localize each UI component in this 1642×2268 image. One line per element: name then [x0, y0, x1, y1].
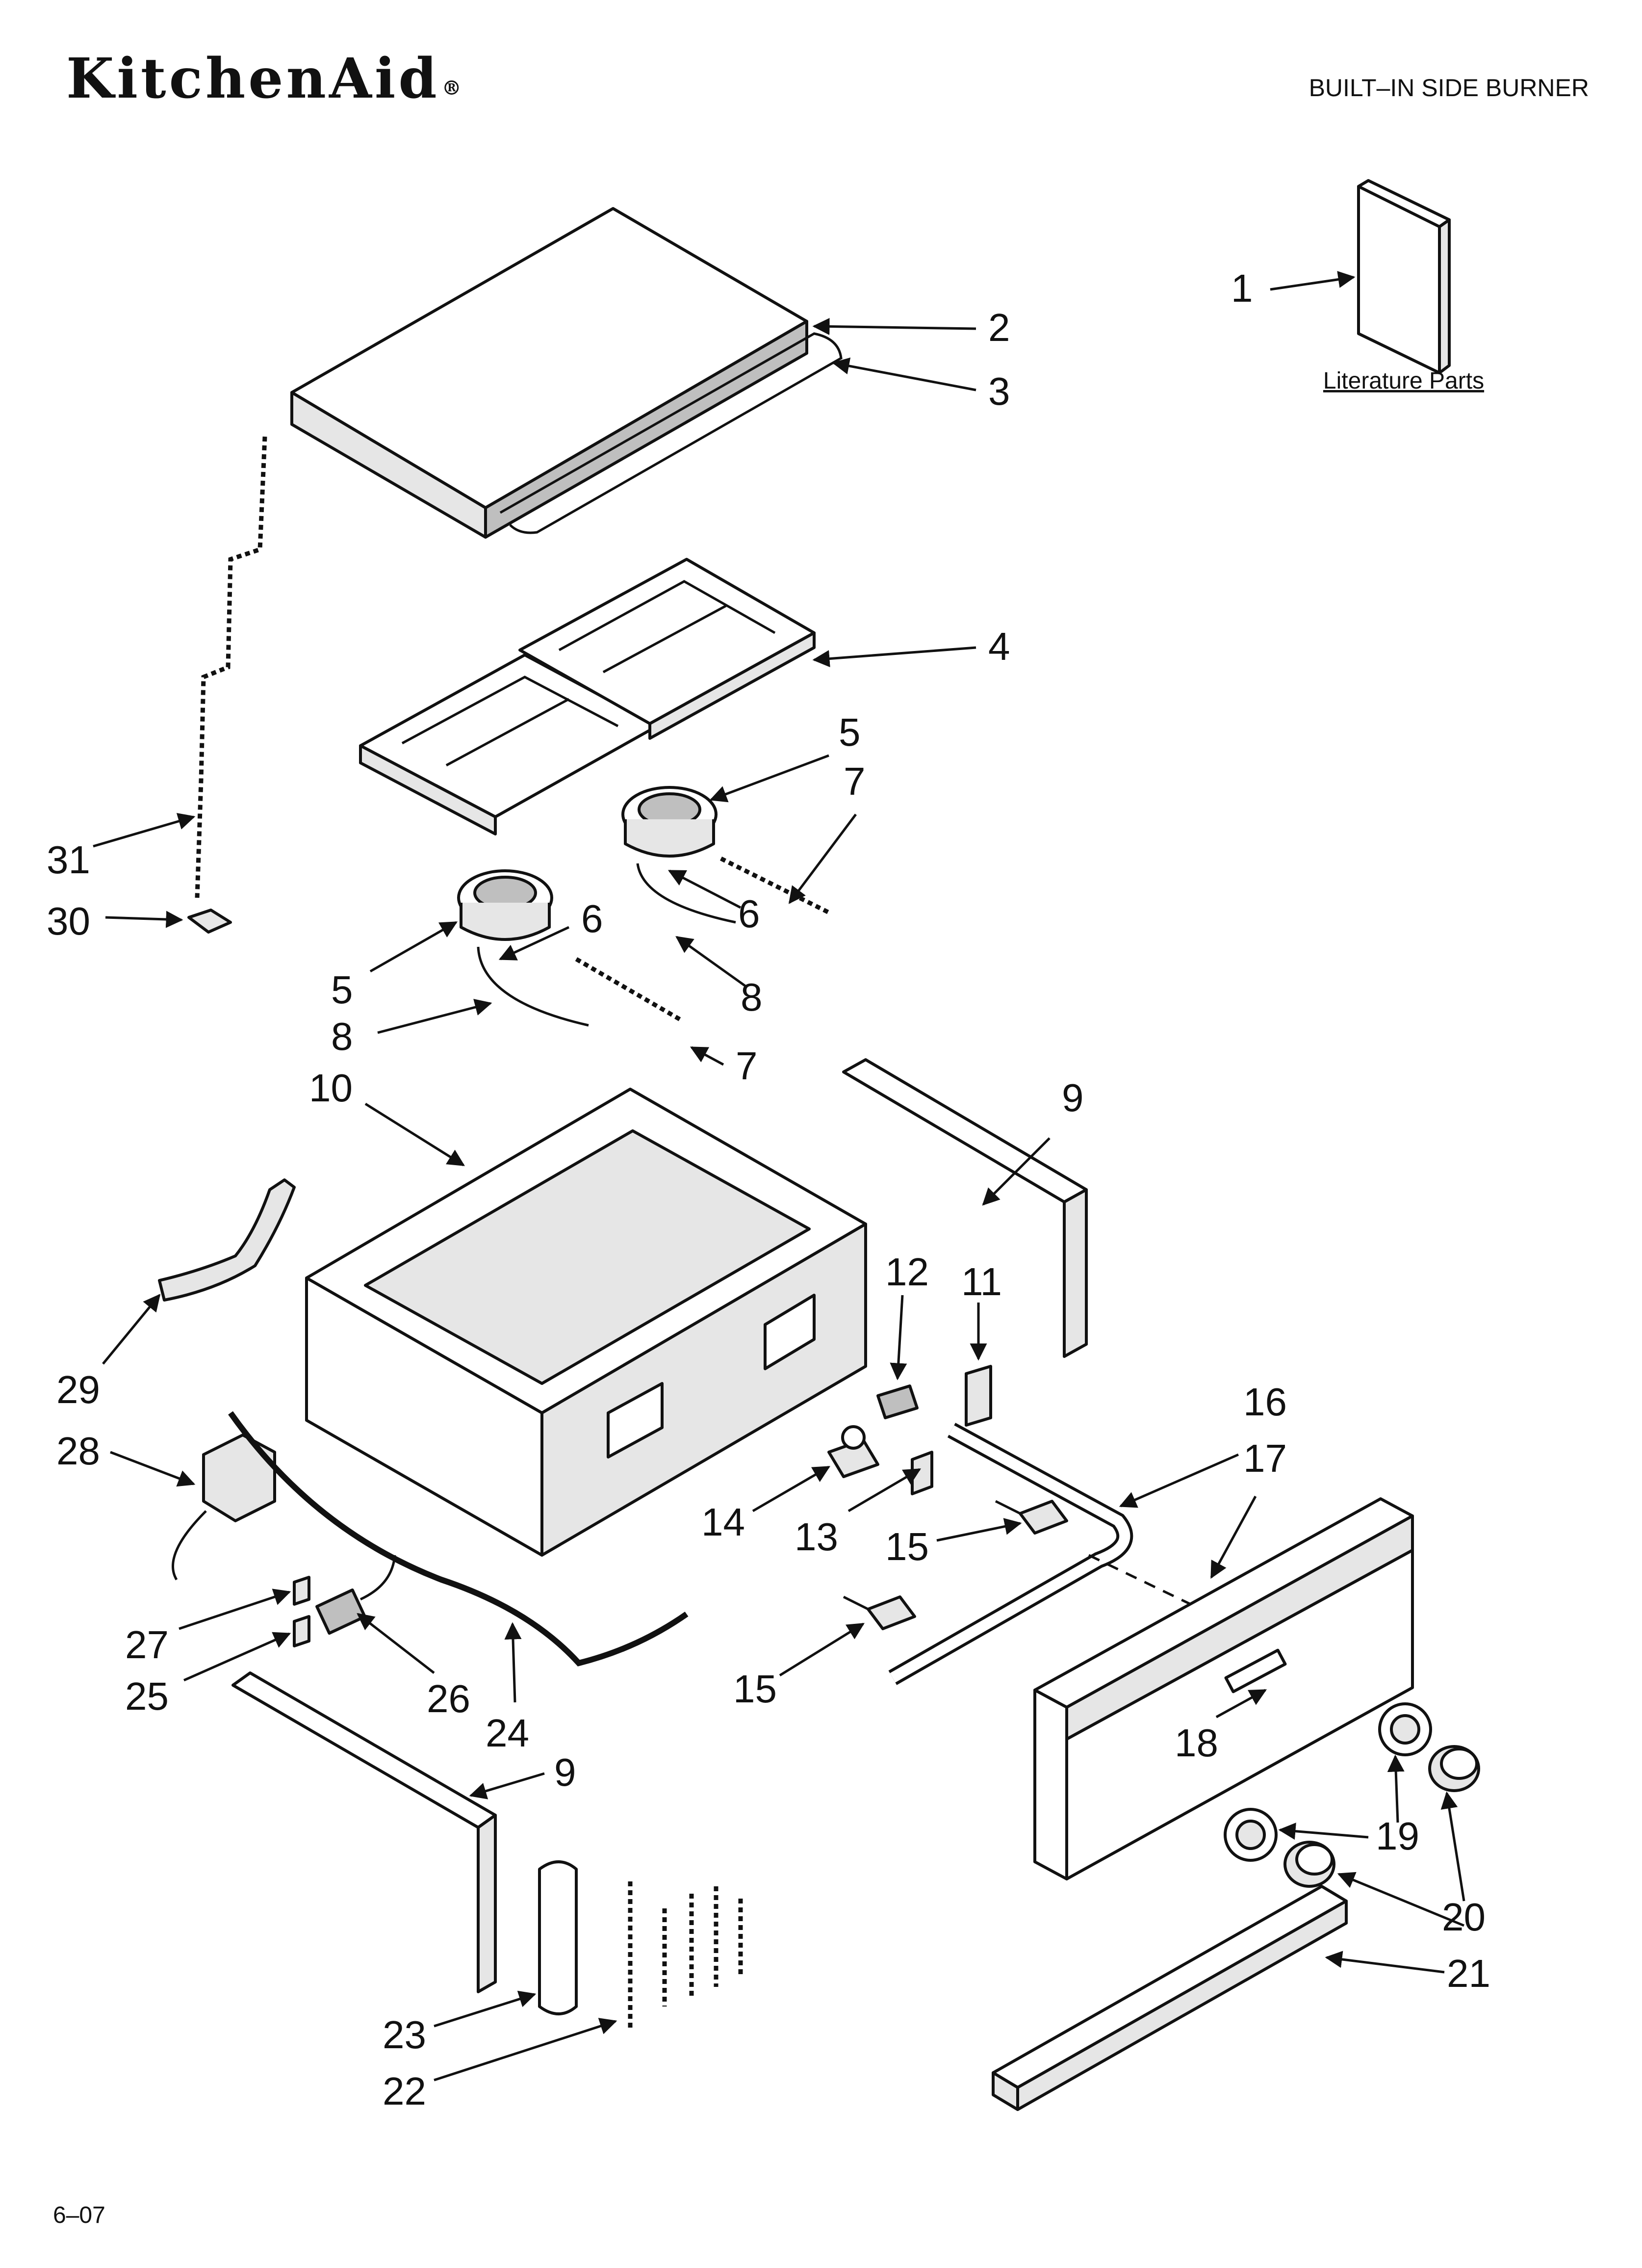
igniter-module: [315, 1555, 396, 1635]
callout-23: 23: [383, 2013, 426, 2057]
transformer: [172, 1434, 276, 1581]
bezel-lower: [1224, 1808, 1278, 1862]
side-bracket-upper: [842, 1058, 1088, 1358]
callout-13: 13: [795, 1515, 838, 1559]
valve-lower: [843, 1595, 916, 1630]
literature-parts-label: Literature Parts: [1323, 368, 1484, 394]
burner-head-front: [457, 869, 589, 1027]
burner-grates: [359, 558, 816, 835]
valve-upper: [995, 1500, 1068, 1535]
callout-27: 27: [125, 1623, 169, 1667]
mounting-bracket-27: [293, 1576, 310, 1606]
knob-upper: [1428, 1745, 1480, 1792]
burner-head-rear: [621, 786, 736, 924]
callout-6-front: 6: [581, 897, 603, 940]
callout-11: 11: [961, 1260, 1002, 1303]
callout-16: 16: [1243, 1380, 1287, 1424]
callout-10: 10: [309, 1066, 353, 1110]
burner-cover: [290, 207, 843, 539]
trim-strip: [992, 1885, 1348, 2111]
knob-lower: [1283, 1841, 1335, 1888]
callout-18: 18: [1175, 1721, 1218, 1765]
callout-15-lower: 15: [733, 1667, 777, 1711]
callout-3: 3: [988, 369, 1010, 413]
chain-bracket: [187, 909, 232, 934]
bezel-upper: [1378, 1702, 1432, 1756]
callout-12: 12: [885, 1250, 929, 1294]
bracket-11: [965, 1365, 992, 1427]
callout-9-lower: 9: [554, 1750, 576, 1794]
callout-7-rear: 7: [844, 759, 866, 803]
leader-arrows: [93, 271, 1465, 2082]
gas-hose-rear: [719, 856, 830, 915]
callout-19: 19: [1376, 1814, 1419, 1858]
callout-5-front: 5: [331, 968, 353, 1012]
callout-labels: 1 2 3 4 5 7 6 8 6 5 8 7 31 30 10 9 12 11…: [47, 266, 1490, 2113]
callout-8-front: 8: [331, 1015, 353, 1058]
support-chain: [628, 1881, 743, 2031]
callout-30: 30: [47, 899, 90, 943]
orifice-fitting: [876, 1384, 919, 1419]
gas-manifold-inner: [890, 1425, 1130, 1683]
callout-31: 31: [47, 838, 90, 882]
cover-chain: [195, 436, 267, 898]
callout-28: 28: [56, 1429, 100, 1473]
callout-22: 22: [383, 2069, 426, 2113]
callout-25: 25: [125, 1674, 169, 1718]
wire-harness: [228, 1411, 689, 1667]
side-bracket-lower: [231, 1671, 497, 1993]
footer-date-code: 6–07: [53, 2202, 105, 2228]
brand-name: KitchenAid: [66, 47, 440, 111]
callout-29: 29: [56, 1368, 100, 1411]
callout-2: 2: [988, 306, 1010, 349]
section-title: BUILT–IN SIDE BURNER: [1308, 74, 1589, 102]
callout-4: 4: [988, 625, 1010, 668]
callout-7-front: 7: [736, 1044, 758, 1088]
callout-26: 26: [427, 1677, 470, 1721]
gas-hose-front: [575, 957, 683, 1022]
callout-24: 24: [486, 1711, 529, 1755]
insulation-strip: [538, 1860, 578, 2015]
callout-15-upper: 15: [885, 1525, 929, 1568]
callout-1: 1: [1231, 266, 1253, 310]
callout-21: 21: [1447, 1952, 1490, 1995]
registered-mark: ®: [441, 77, 464, 100]
callout-8-rear: 8: [741, 975, 763, 1019]
harness-sleeve: [158, 1178, 296, 1302]
alignment-line: [1088, 1554, 1222, 1620]
literature-booklet: [1357, 179, 1451, 374]
callout-6-rear: 6: [738, 892, 760, 936]
gas-valve: [827, 1425, 879, 1478]
callout-9-upper: 9: [1062, 1076, 1084, 1120]
callout-20: 20: [1442, 1895, 1486, 1939]
control-panel: [1033, 1497, 1414, 1880]
burner-box: [305, 1088, 867, 1557]
callout-5-rear: 5: [839, 710, 861, 754]
brand-logo: KitchenAid®: [66, 47, 464, 111]
callout-14: 14: [701, 1500, 745, 1544]
mounting-bracket-25: [293, 1615, 310, 1647]
callout-17: 17: [1243, 1436, 1287, 1480]
